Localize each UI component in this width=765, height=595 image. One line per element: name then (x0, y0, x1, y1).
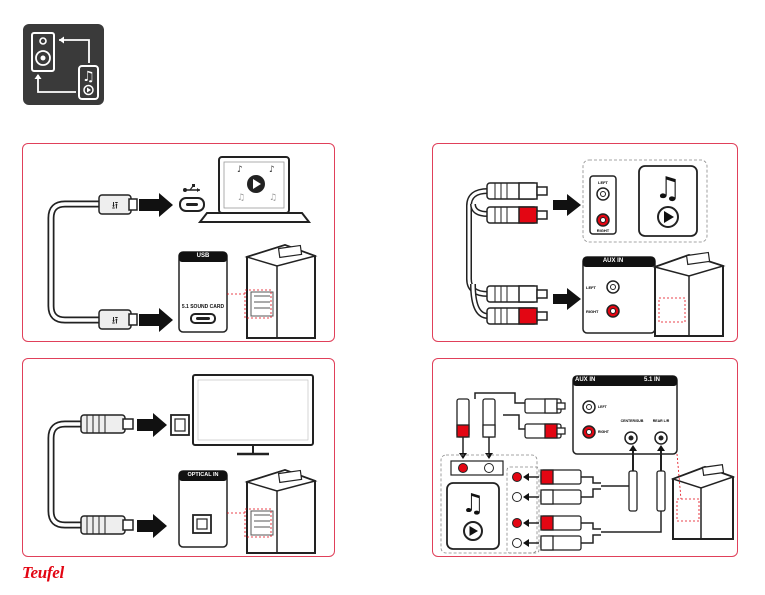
surround-right-label: RIGHT (598, 430, 618, 434)
svg-text:♪: ♪ (237, 165, 243, 175)
speaker-unit (673, 454, 733, 539)
source-right-label: RIGHT (590, 228, 616, 233)
surround-left-label: LEFT (598, 405, 618, 409)
aux-connection-panel: ♫ LEFT RIGHT AUX IN LEFT RIGHT (432, 143, 738, 342)
usb-plug-bottom: ⭿ (99, 310, 137, 329)
surround-aux-in-label: AUX IN (575, 377, 615, 383)
source-left-label: LEFT (590, 180, 616, 185)
aux-left-label: LEFT (586, 285, 606, 290)
jack-plug-center-sub (601, 445, 637, 511)
music-note-icon: ♫ (461, 489, 484, 519)
optical-connection-panel: OPTICAL IN (22, 358, 335, 557)
rear-label: REAR L/R (649, 419, 673, 423)
rca-plug-aux-white (525, 399, 565, 413)
usb-icon (183, 184, 200, 192)
svg-text:♫: ♫ (269, 193, 277, 203)
svg-text:⭿: ⭿ (112, 201, 118, 212)
center-sub-label: CENTER/SUB (617, 419, 647, 423)
speaker-unit (655, 253, 723, 336)
speaker-unit (227, 245, 315, 338)
optical-port-label: OPTICAL IN (179, 472, 227, 478)
speaker-unit (227, 470, 315, 553)
svg-text:♪: ♪ (269, 165, 275, 175)
surround-51-in-label: 5.1 IN (629, 377, 675, 383)
usb-port-label: USB (179, 253, 227, 259)
music-player-icon: ♫ (447, 483, 499, 549)
rca-plug-bottom-white (487, 286, 547, 302)
svg-text:⭿: ⭿ (112, 316, 118, 327)
svg-text:♫: ♫ (237, 193, 245, 203)
rca-plug-top-white (487, 183, 547, 199)
rca-plug-bottom-red (487, 308, 547, 324)
tv-icon (193, 375, 313, 454)
rca-plugs-center (541, 470, 581, 504)
music-note-icon: ♫ (655, 171, 682, 206)
laptop-icon: ♪ ♪ ♫ ♫ (200, 157, 309, 222)
rca-plug-top-red (487, 207, 547, 223)
surround-connection-panel: ♫ (432, 358, 738, 557)
rca-plug-aux-red (525, 424, 565, 438)
rca-vertical-plugs (457, 399, 495, 459)
sound-card-label: 5.1 SOUND CARD (179, 304, 227, 310)
connection-mode-icon: ♫ (23, 24, 104, 105)
teufel-logo: Teufel (22, 563, 64, 583)
aux-in-label: AUX IN (583, 258, 643, 264)
optical-plug-top (81, 415, 133, 433)
aux-right-label: RIGHT (586, 309, 606, 314)
rca-plugs-rear (541, 516, 581, 550)
usb-connection-panel: ⭿ ♪ ♪ ♫ ♫ ⭿ (22, 143, 335, 342)
music-player-icon: ♫ (639, 166, 697, 236)
usb-plug-top: ⭿ (99, 195, 137, 214)
optical-plug-bottom (81, 516, 133, 534)
svg-text:♫: ♫ (82, 69, 95, 85)
